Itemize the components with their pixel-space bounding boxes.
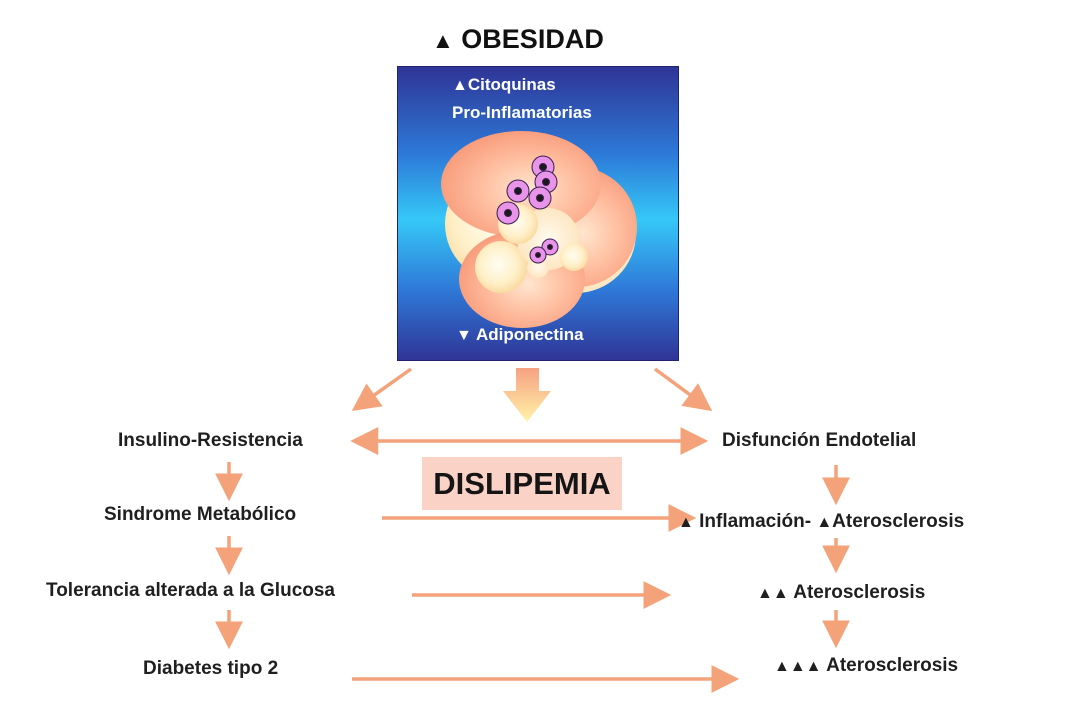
double-arrow-up-icon: ▲▲ xyxy=(757,585,789,602)
adipocyte-cell xyxy=(527,256,549,278)
arrow-to-dislipemia xyxy=(503,368,551,422)
adipocyte-cell xyxy=(560,243,588,271)
arrow-to-endothelial-dysfunction xyxy=(653,367,713,412)
atherosclerosis-triple-label: ▲▲▲ Aterosclerosis xyxy=(774,655,959,676)
diabetes-label: Diabetes tipo 2 xyxy=(143,658,279,679)
adipocyte-illustration-box: ▲Citoquinas Pro-Inflamatorias ▼ Adiponec… xyxy=(397,66,679,361)
arrow-up-icon: ▲ xyxy=(816,514,833,531)
insulin-resistance-label: Insulino-Resistencia xyxy=(118,430,303,451)
adiponectin-label: ▼ Adiponectina xyxy=(456,325,584,344)
cytokine-particles xyxy=(496,155,559,264)
arrow-to-insulin-resistance xyxy=(351,367,413,412)
metabolic-syndrome-label: Sindrome Metabólico xyxy=(104,504,297,525)
arrow-up-icon: ▲ xyxy=(432,28,454,53)
obesidad-title: ▲ OBESIDAD xyxy=(432,24,604,55)
glucose-tolerance-label: Tolerancia alterada a la Glucosa xyxy=(46,580,335,601)
cytokines-line1: ▲Citoquinas xyxy=(452,75,556,94)
endothelial-dysfunction-label: Disfunción Endotelial xyxy=(722,430,917,451)
obesidad-label: OBESIDAD xyxy=(461,24,604,54)
arrow-up-icon: ▲ xyxy=(678,514,694,531)
inflammation-atherosclerosis-label: ▲ Inflamación- ▲Aterosclerosis xyxy=(678,511,965,532)
arrow-down-icon: ▼ xyxy=(456,327,472,344)
triple-arrow-up-icon: ▲▲▲ xyxy=(774,658,822,675)
cytokines-line2: Pro-Inflamatorias xyxy=(452,103,592,122)
adipocyte-cluster-graphic xyxy=(441,131,637,328)
arrow-up-icon: ▲ xyxy=(452,77,468,94)
atherosclerosis-double-label: ▲▲ Aterosclerosis xyxy=(757,582,926,603)
adipocyte-cell xyxy=(475,241,527,293)
dislipemia-label: DISLIPEMIA xyxy=(422,457,622,510)
